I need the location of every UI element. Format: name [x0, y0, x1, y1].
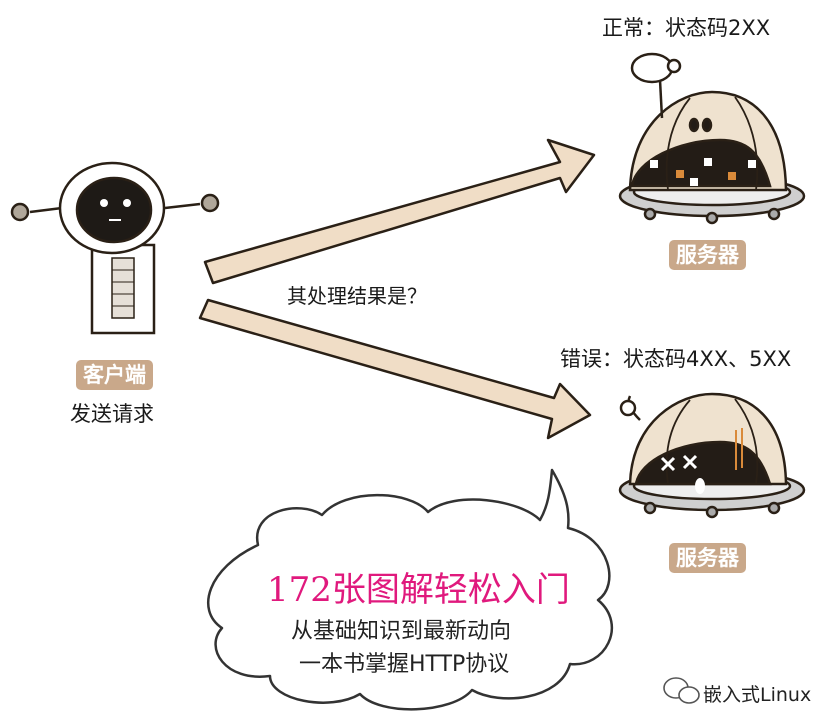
- client-badge: 客户端: [76, 360, 153, 390]
- success-server-badge: 服务器: [669, 240, 746, 270]
- success-server-icon: [618, 52, 806, 225]
- arrow-to-error: [198, 298, 592, 440]
- promo-line-1: 从基础知识到最新动向: [291, 619, 512, 644]
- error-status-label: 错误：状态码4XX、5XX: [560, 347, 792, 371]
- promo-title: 172张图解轻松入门: [267, 570, 570, 610]
- promo-line-2: 一本书掌握HTTP协议: [299, 652, 510, 677]
- wechat-logo-icon: [663, 677, 700, 704]
- speech-cloud: [206, 468, 614, 711]
- client-action-label: 发送请求: [70, 402, 154, 426]
- watermark-brand: 嵌入式Linux: [703, 684, 812, 706]
- arrow-to-success: [203, 138, 596, 285]
- question-label: 其处理结果是？: [287, 284, 427, 308]
- client-robot-icon: [10, 161, 220, 335]
- error-server-badge: 服务器: [669, 543, 746, 573]
- error-server-icon: [618, 392, 806, 519]
- success-status-label: 正常：状态码2XX: [602, 16, 771, 40]
